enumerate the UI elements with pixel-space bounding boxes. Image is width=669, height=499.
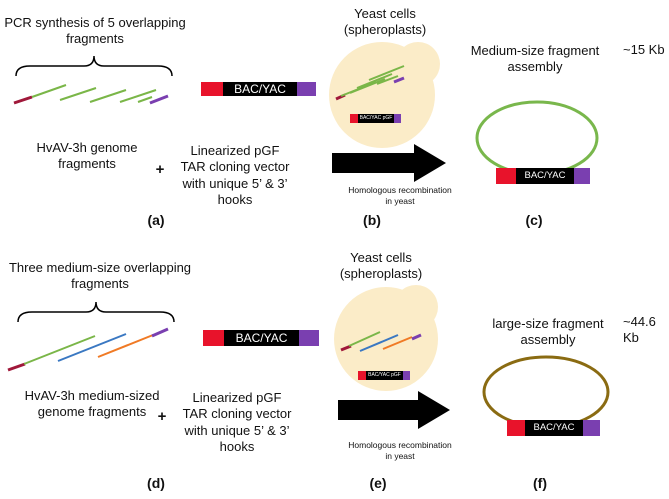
vector-bar-top bbox=[201, 82, 316, 96]
assembly-label-top: Medium-size fragment assembly bbox=[470, 43, 600, 75]
size-label-top: ~15 Kb bbox=[623, 42, 665, 57]
recomb-label-top: Homologous recombination in yeast bbox=[348, 185, 452, 207]
fragments-top bbox=[13, 84, 169, 105]
panel-label-e: (e) bbox=[369, 475, 387, 491]
plus-bottom: + bbox=[157, 408, 167, 425]
vector-bar-label-top: BAC/YAC pGF bbox=[234, 82, 286, 110]
panel-label-f: (f) bbox=[533, 475, 547, 491]
vector-bar-bottom bbox=[203, 330, 319, 346]
vector-label-bottom: Linearized pGF TAR cloning vector with u… bbox=[182, 390, 292, 454]
ring-bar-label-bottom: BAC/YAC pGF bbox=[533, 422, 575, 449]
genome-label-bottom: HvAV-3h medium-sized genome fragments bbox=[24, 388, 160, 420]
mini-bar-label-bottom: BAC/YAC pGF bbox=[368, 372, 401, 378]
vector-label-top: Linearized pGF TAR cloning vector with u… bbox=[180, 143, 290, 207]
arrow-top bbox=[332, 144, 446, 182]
ring-bar-label-top: BAC/YAC pGF bbox=[524, 170, 566, 197]
brace-bottom bbox=[17, 301, 175, 323]
panel-label-b: (b) bbox=[363, 212, 381, 228]
genome-label-top: HvAV-3h genome fragments bbox=[36, 140, 138, 172]
panel-label-d: (d) bbox=[147, 475, 165, 491]
panel-label-c: (c) bbox=[525, 212, 543, 228]
cells-label-top: Yeast cells (spheroplasts) bbox=[343, 6, 427, 38]
plus-top: + bbox=[155, 161, 165, 178]
assembly-label-bottom: large-size fragment assembly bbox=[492, 316, 604, 348]
yeast-cell-top bbox=[329, 42, 440, 148]
cells-label-bottom: Yeast cells (spheroplasts) bbox=[339, 250, 423, 282]
recomb-label-bottom: Homologous recombination in yeast bbox=[348, 440, 452, 462]
fragments-bottom bbox=[7, 327, 169, 372]
panel-label-a: (a) bbox=[147, 212, 165, 228]
ring-top bbox=[475, 100, 599, 184]
ring-bottom bbox=[482, 355, 610, 436]
size-label-bottom: ~44.6 Kb bbox=[623, 314, 656, 346]
arrow-bottom bbox=[338, 391, 450, 429]
brace-top bbox=[15, 55, 173, 77]
pcr-label-bottom: Three medium-size overlapping fragments bbox=[8, 260, 192, 292]
vector-bar-label-bottom: BAC/YAC pGF bbox=[235, 331, 288, 361]
yeast-cell-bottom bbox=[334, 285, 438, 391]
pcr-label-top: PCR synthesis of 5 overlapping fragments bbox=[4, 15, 186, 47]
mini-bar-label-top: BAC/YAC pGF bbox=[359, 115, 393, 121]
